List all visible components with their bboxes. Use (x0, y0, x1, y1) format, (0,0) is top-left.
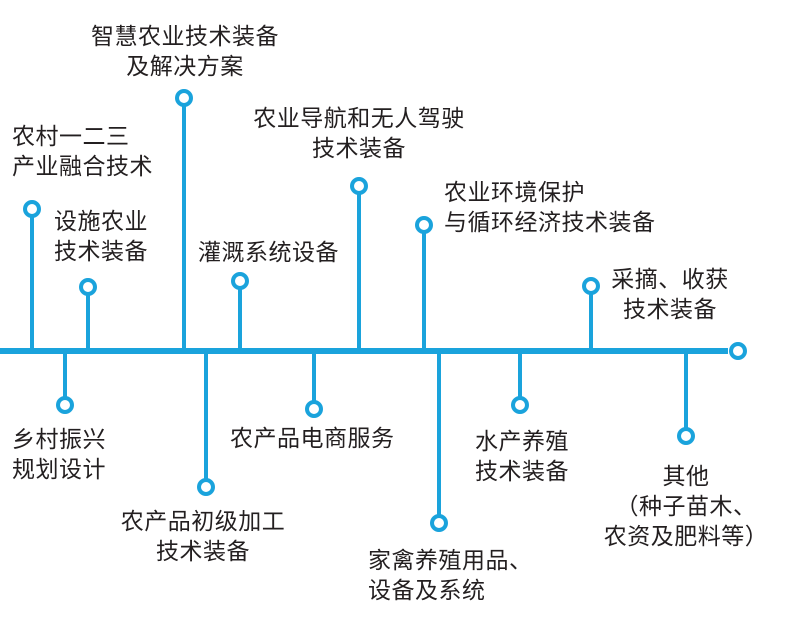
label-ecommerce: 农产品电商服务 (230, 426, 395, 452)
branch-node-aquaculture (511, 396, 529, 414)
branch-node-smart-agri (175, 89, 193, 107)
branch-node-ecommerce (305, 400, 323, 418)
label-poultry: 家禽养殖用品、设备及系统 (368, 548, 533, 604)
timeline-end-node (729, 342, 747, 360)
branch-node-environment-protection (415, 216, 433, 234)
label-others: 其他（种子苗木、农资及肥料等） (603, 464, 769, 550)
label-aquaculture: 水产养殖技术装备 (475, 429, 569, 485)
label-navigation-driverless: 农业导航和无人驾驶技术装备 (253, 106, 465, 162)
label-facility-agri: 设施农业技术装备 (54, 209, 148, 265)
branch-node-rural-revitalization (56, 396, 74, 414)
label-harvest: 采摘、收获技术装备 (611, 267, 729, 323)
label-rural-integration: 农村一二三产业融合技术 (12, 124, 153, 180)
branch-node-rural-integration (23, 200, 41, 218)
branch-node-primary-processing (197, 478, 215, 496)
label-primary-processing: 农产品初级加工技术装备 (120, 509, 286, 565)
label-irrigation: 灌溉系统设备 (198, 240, 339, 266)
branch-node-harvest (582, 277, 600, 295)
branch-node-poultry (430, 514, 448, 532)
label-environment-protection: 农业环境保护与循环经济技术装备 (444, 180, 656, 236)
branch-node-others (677, 427, 695, 445)
branch-node-facility-agri (79, 278, 97, 296)
branch-node-irrigation (231, 272, 249, 290)
label-smart-agri: 智慧农业技术装备及解决方案 (91, 24, 279, 80)
label-rural-revitalization: 乡村振兴规划设计 (12, 427, 106, 483)
branch-node-navigation-driverless (350, 177, 368, 195)
